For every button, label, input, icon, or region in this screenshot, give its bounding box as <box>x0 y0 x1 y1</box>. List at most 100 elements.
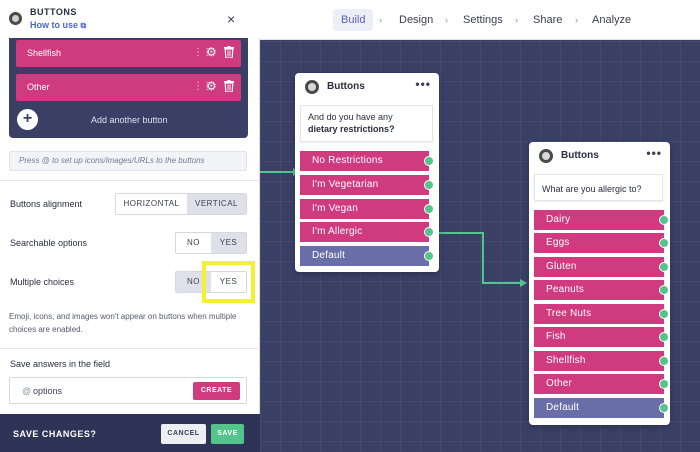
gear-icon[interactable]: ⚙ <box>206 79 217 93</box>
buttons-block-dietary[interactable]: Buttons ••• And do you have any dietary … <box>295 73 439 272</box>
connector-line-allergic <box>431 232 520 284</box>
option-label: Dairy <box>546 214 571 225</box>
option-button[interactable]: No Restrictions <box>300 151 434 171</box>
searchable-toggle: NO YES <box>175 232 247 254</box>
option-button[interactable]: Other <box>534 374 669 394</box>
default-option[interactable]: Default <box>300 246 434 266</box>
tab-design[interactable]: Design <box>399 14 434 26</box>
option-button[interactable]: I'm Vegetarian <box>300 175 434 195</box>
searchable-no[interactable]: NO <box>176 233 211 253</box>
trash-icon[interactable] <box>224 46 234 58</box>
multiple-choices-note: Emoji, icons, and images won't appear on… <box>9 312 237 334</box>
connector-dot-icon[interactable] <box>659 238 669 248</box>
connector-dot-icon[interactable] <box>424 204 434 214</box>
searchable-options-label: Searchable options <box>10 238 88 248</box>
drag-handle-icon[interactable]: ⋮⋮ <box>193 47 212 58</box>
block-logo-icon <box>539 149 553 163</box>
block-logo-icon <box>305 80 319 94</box>
more-menu-icon[interactable]: ••• <box>415 77 431 91</box>
trash-icon[interactable] <box>224 80 234 92</box>
connector-dot-icon[interactable] <box>659 285 669 295</box>
vertical-option[interactable]: VERTICAL <box>187 194 246 214</box>
option-label: Gluten <box>546 261 577 272</box>
question-line-2: dietary restrictions? <box>308 124 395 134</box>
question-bubble: And do you have any dietary restrictions… <box>300 105 433 142</box>
multiple-choices-label: Multiple choices <box>10 277 75 287</box>
option-label: Eggs <box>546 237 570 248</box>
save-answers-field[interactable]: @ options CREATE <box>9 377 247 404</box>
connector-dot-icon[interactable] <box>424 156 434 166</box>
connector-dot-icon[interactable] <box>424 251 434 261</box>
press-at-hint: Press @ to set up icons/images/URLs to t… <box>9 151 247 171</box>
option-button[interactable]: Shellfish <box>534 351 669 371</box>
create-button[interactable]: CREATE <box>193 382 240 400</box>
plus-icon[interactable]: + <box>17 109 38 130</box>
option-button[interactable]: Peanuts <box>534 280 669 300</box>
nav-separator-icon: › <box>515 15 518 25</box>
save-button[interactable]: SAVE <box>211 424 244 444</box>
question-line-1: And do you have any <box>308 112 393 122</box>
at-icon: @ <box>22 386 32 396</box>
searchable-yes[interactable]: YES <box>211 233 246 253</box>
option-label: Peanuts <box>546 284 585 295</box>
option-button[interactable]: Tree Nuts <box>534 304 669 324</box>
gear-icon[interactable]: ⚙ <box>206 45 217 59</box>
panel-title: BUTTONS <box>30 7 77 17</box>
connector-dot-icon[interactable] <box>659 332 669 342</box>
option-label: Default <box>312 250 346 261</box>
connector-dot-icon[interactable] <box>659 356 669 366</box>
yes-highlight-box <box>202 261 255 303</box>
how-to-use-link[interactable]: How to use ⧉ <box>30 20 86 31</box>
connector-dot-icon[interactable] <box>424 227 434 237</box>
add-another-button[interactable]: + Add another button <box>16 107 241 133</box>
default-option[interactable]: Default <box>534 398 669 418</box>
option-label: I'm Allergic <box>312 226 363 237</box>
connector-dot-icon[interactable] <box>659 379 669 389</box>
option-label: No Restrictions <box>312 155 383 166</box>
cancel-button[interactable]: CANCEL <box>161 424 206 444</box>
connector-dot-icon[interactable] <box>659 309 669 319</box>
save-changes-bar: SAVE CHANGES? CANCEL SAVE <box>0 414 260 452</box>
button-item-label: Shellfish <box>27 48 62 58</box>
option-button[interactable]: I'm Vegan <box>300 199 434 219</box>
buttons-block-allergies[interactable]: Buttons ••• What are you allergic to? Da… <box>529 142 670 425</box>
option-button[interactable]: I'm Allergic <box>300 222 434 242</box>
connector-dot-icon[interactable] <box>659 215 669 225</box>
button-item-other[interactable]: Other ⋮⋮ ⚙ <box>16 74 241 101</box>
option-button[interactable]: Eggs <box>534 233 669 253</box>
alignment-toggle: HORIZONTAL VERTICAL <box>115 193 247 215</box>
divider <box>0 180 260 181</box>
external-link-icon: ⧉ <box>80 21 87 30</box>
multiple-yes[interactable]: YES <box>211 272 246 292</box>
option-label: I'm Vegan <box>312 203 358 214</box>
tab-settings[interactable]: Settings <box>463 14 503 26</box>
connector-arrow-icon <box>520 279 527 287</box>
add-another-button-label: Add another button <box>91 115 168 125</box>
option-label: I'm Vegetarian <box>312 179 379 190</box>
more-menu-icon[interactable]: ••• <box>646 146 662 160</box>
option-button[interactable]: Dairy <box>534 210 669 230</box>
horizontal-option[interactable]: HORIZONTAL <box>116 194 187 214</box>
option-button[interactable]: Fish <box>534 327 669 347</box>
option-label: Fish <box>546 331 566 342</box>
option-label: Tree Nuts <box>546 308 592 319</box>
close-icon[interactable]: × <box>227 11 236 27</box>
tab-build[interactable]: Build <box>333 9 374 31</box>
button-list: Shellfish ⋮⋮ ⚙ Other ⋮⋮ ⚙ <box>9 38 248 138</box>
nav-separator-icon: › <box>379 15 382 25</box>
connector-dot-icon[interactable] <box>424 180 434 190</box>
save-changes-label: SAVE CHANGES? <box>13 429 97 439</box>
connector-dot-icon[interactable] <box>659 262 669 272</box>
top-navigation: Build › Design › Settings › Share › Anal… <box>260 0 700 40</box>
option-label: Other <box>546 378 573 389</box>
how-to-use-label: How to use <box>30 20 79 30</box>
field-name-input[interactable]: options <box>33 386 63 396</box>
tab-share[interactable]: Share <box>533 14 563 26</box>
option-button[interactable]: Gluten <box>534 257 669 277</box>
card-title: Buttons <box>561 150 599 161</box>
nav-separator-icon: › <box>575 15 578 25</box>
drag-handle-icon[interactable]: ⋮⋮ <box>193 81 212 92</box>
button-item-shellfish[interactable]: Shellfish ⋮⋮ ⚙ <box>16 40 241 67</box>
connector-dot-icon[interactable] <box>659 403 669 413</box>
tab-analyze[interactable]: Analyze <box>592 14 632 26</box>
